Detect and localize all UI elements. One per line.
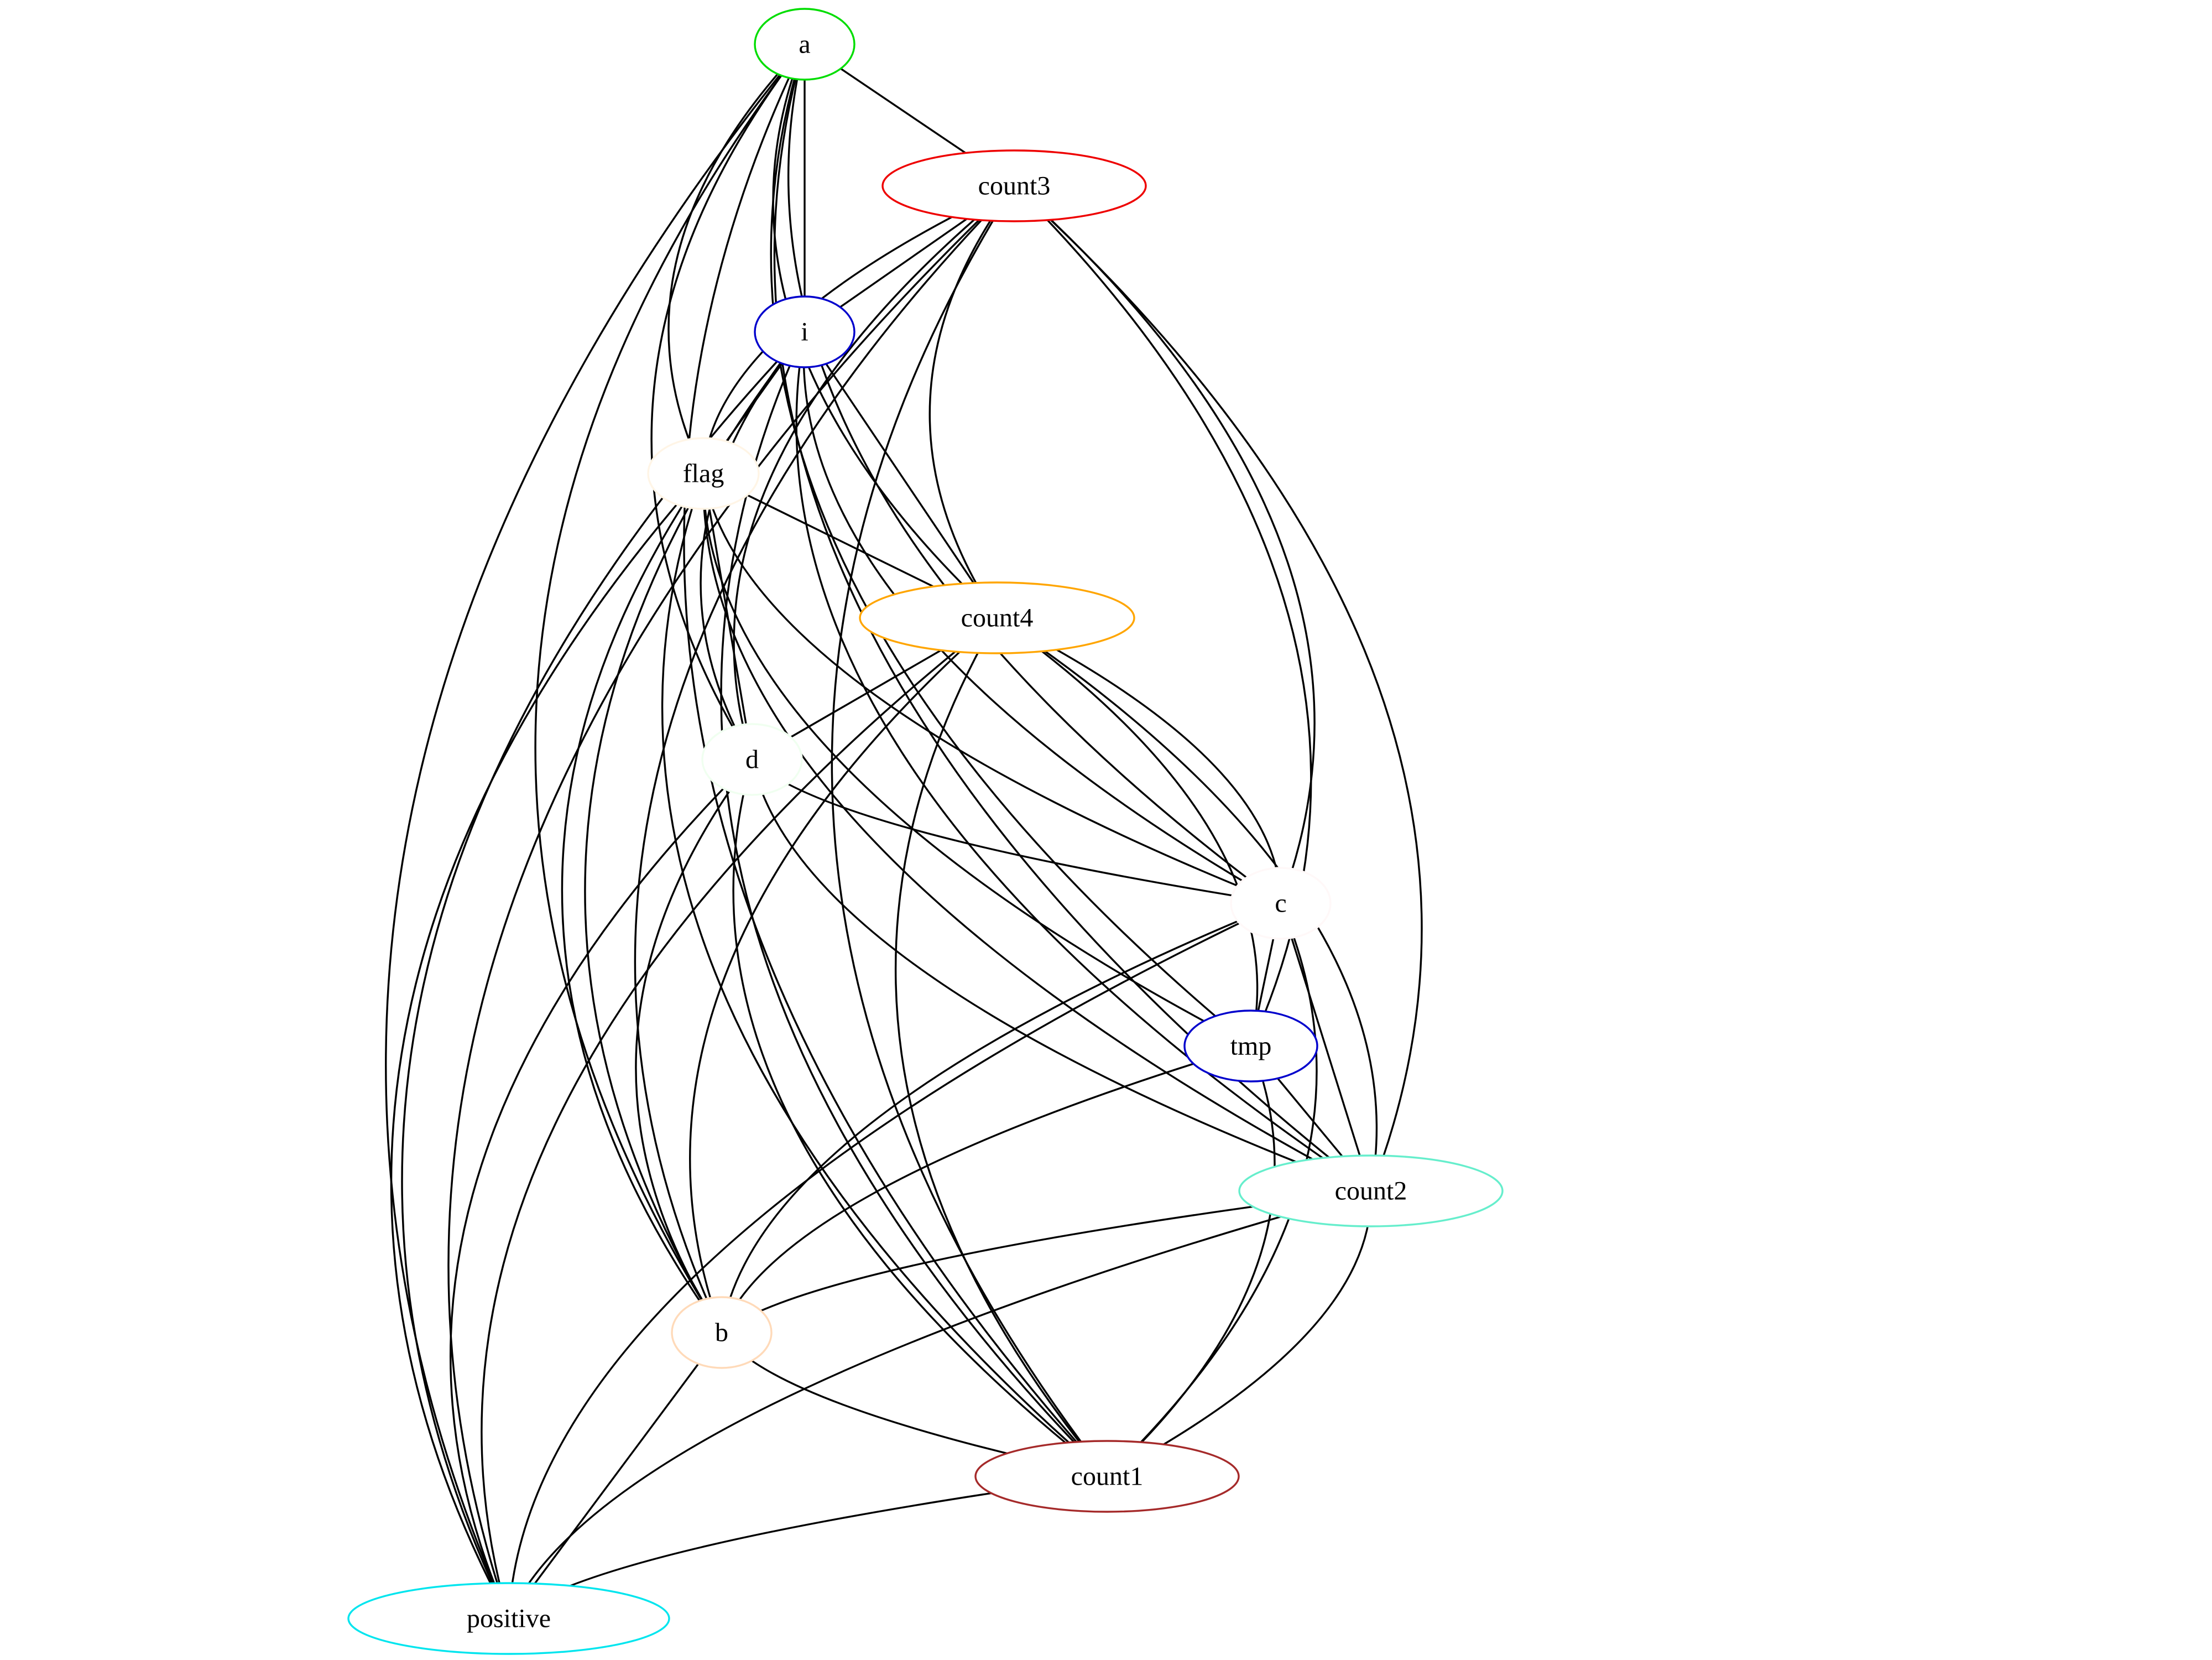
edge-count4-tmp <box>997 617 1259 1047</box>
edge-count3-d <box>733 185 1015 760</box>
edge-d-positive <box>450 758 753 1619</box>
node-count1-ellipse <box>974 1440 1240 1513</box>
edge-count3-count4 <box>928 185 1015 618</box>
edge-count4-positive <box>481 617 998 1619</box>
node-count4: count4 <box>859 581 1135 654</box>
node-a-label: a <box>799 30 810 59</box>
node-count2-label: count2 <box>1335 1177 1407 1206</box>
edge-flag-b <box>561 473 723 1333</box>
node-count3-ellipse <box>881 149 1147 222</box>
edge-d-b <box>635 758 753 1333</box>
node-b: b <box>671 1296 773 1369</box>
node-i: i <box>754 295 855 368</box>
node-d: d <box>701 723 803 796</box>
edge-flag-positive <box>390 472 705 1619</box>
node-b-label: b <box>715 1318 728 1347</box>
node-count4-label: count4 <box>961 603 1034 633</box>
node-count2-ellipse <box>1238 1154 1504 1227</box>
edge-c-count2 <box>1280 903 1372 1191</box>
edge-tmp-count1 <box>1106 1045 1276 1477</box>
graph-edges <box>385 43 1423 1620</box>
node-flag: flag <box>647 437 760 510</box>
edge-a-b <box>534 43 806 1333</box>
edge-count3-count2 <box>1013 185 1423 1191</box>
node-positive: positive <box>347 1582 670 1655</box>
edge-count3-flag <box>702 185 1015 474</box>
node-d-label: d <box>745 745 759 774</box>
node-d-ellipse <box>701 723 803 796</box>
node-positive-ellipse <box>347 1582 670 1655</box>
edge-count4-b <box>689 617 998 1333</box>
graph-nodes: a count3 i flag count4 d c tmp count2 b count1 posi… <box>347 8 1504 1655</box>
node-count2: count2 <box>1238 1154 1504 1227</box>
edge-a-tmp <box>770 44 1252 1047</box>
node-positive-label: positive <box>467 1604 551 1633</box>
edge-count4-count1 <box>895 617 1108 1477</box>
edge-a-c <box>787 44 1282 904</box>
edge-c-positive <box>508 902 1281 1619</box>
edge-d-count2 <box>751 759 1371 1192</box>
edge-a-flag <box>667 43 806 474</box>
edge-i-count1 <box>720 331 1108 1477</box>
edge-count2-positive <box>508 1190 1371 1619</box>
edge-count3-c <box>1013 185 1316 904</box>
node-c: c <box>1230 867 1332 940</box>
edge-tmp-b <box>721 1045 1251 1333</box>
node-count3: count3 <box>881 149 1147 222</box>
edge-count3-b <box>634 185 1015 1333</box>
node-tmp-ellipse <box>1183 1009 1318 1083</box>
node-i-label: i <box>801 318 808 347</box>
edge-i-count4 <box>804 331 998 618</box>
edge-flag-count1 <box>661 473 1108 1477</box>
edge-c-b <box>721 902 1281 1333</box>
edge-flag-c <box>702 473 1281 904</box>
node-count4-ellipse <box>859 581 1135 654</box>
node-tmp-label: tmp <box>1230 1032 1272 1061</box>
edge-flag-count2 <box>702 473 1371 1192</box>
node-tmp: tmp <box>1183 1009 1318 1083</box>
edge-d-count1 <box>732 759 1108 1477</box>
edge-i-positive <box>401 331 806 1619</box>
edge-count3-positive <box>447 185 1015 1619</box>
edge-a-positive <box>385 43 806 1619</box>
node-flag-ellipse <box>647 437 760 510</box>
node-a-ellipse <box>754 8 855 81</box>
node-c-label: c <box>1275 889 1286 918</box>
node-i-ellipse <box>754 295 855 368</box>
edge-b-positive <box>508 1331 723 1620</box>
node-count3-label: count3 <box>978 171 1051 201</box>
node-count1: count1 <box>974 1440 1240 1513</box>
node-b-ellipse <box>671 1296 773 1369</box>
node-flag-label: flag <box>683 459 724 488</box>
node-a: a <box>754 8 855 81</box>
node-count1-label: count1 <box>1071 1462 1144 1491</box>
edge-count2-count1 <box>1107 1190 1372 1477</box>
edge-flag-tmp <box>702 473 1251 1047</box>
node-c-ellipse <box>1230 867 1332 940</box>
edge-count3-count1 <box>831 185 1108 1477</box>
